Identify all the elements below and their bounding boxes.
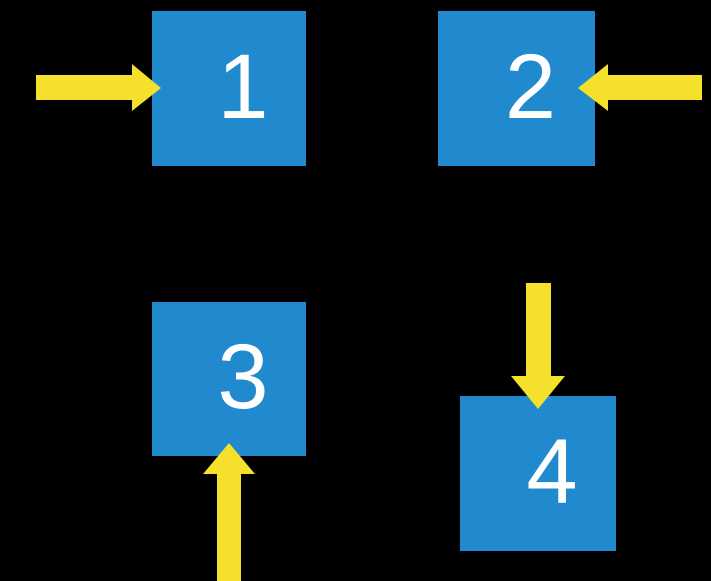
node-label-4: 4: [526, 420, 578, 523]
node-box-2[interactable]: 2: [438, 11, 595, 166]
arrow-down-icon: [511, 283, 565, 409]
node-box-1[interactable]: 1: [152, 11, 306, 166]
node-label-3: 3: [217, 326, 269, 428]
node-box-4[interactable]: 4: [460, 396, 616, 551]
node-label-2: 2: [504, 35, 557, 138]
node-box-3[interactable]: 3: [152, 302, 306, 456]
arrow-right-icon: [36, 64, 161, 111]
arrow-left-icon: [578, 64, 702, 111]
node-label-1: 1: [217, 35, 269, 138]
arrow-up-icon: [203, 443, 255, 581]
